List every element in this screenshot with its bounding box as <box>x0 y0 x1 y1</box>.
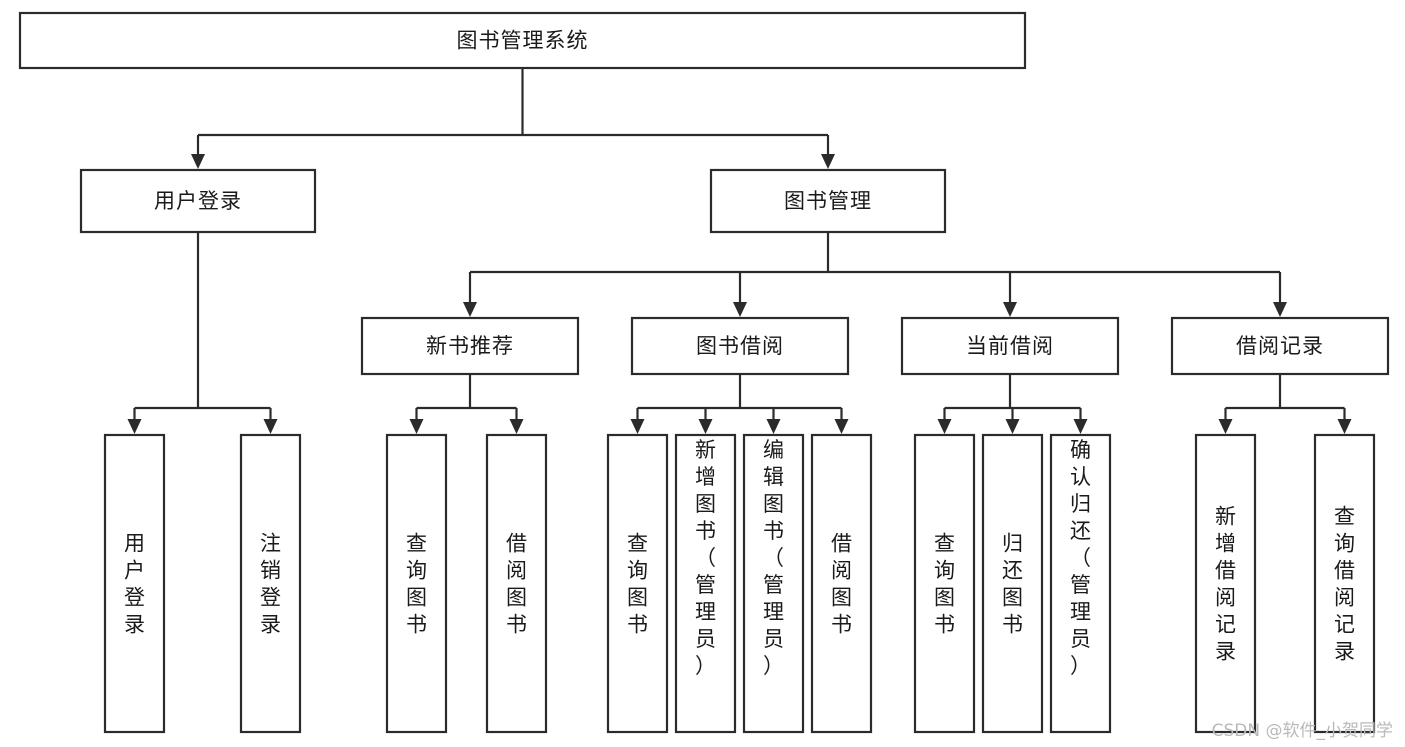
node-leaf-user-logout[interactable]: 注销登录 <box>239 433 302 734</box>
node-leaf-user-login[interactable]: 用户登录 <box>103 433 166 734</box>
arrow-head-icon <box>630 419 645 434</box>
node-borrow-record-rect <box>1170 316 1390 376</box>
arrow-head-icon <box>1005 419 1020 434</box>
node-leaf-user-login-rect <box>103 433 166 734</box>
node-new-book-recommend-rect <box>360 316 580 376</box>
node-leaf-query-book-3-label: 查询图书 <box>934 532 955 637</box>
node-leaf-query-record-label: 查询借阅记录 <box>1334 505 1355 664</box>
node-leaf-add-book-rect <box>674 433 737 734</box>
arrow-head-icon <box>766 419 781 434</box>
arrow-head-icon <box>263 419 278 434</box>
node-root-system-rect <box>18 11 1027 70</box>
node-leaf-borrow-book-2[interactable]: 借阅图书 <box>810 433 873 734</box>
node-book-management-rect <box>709 168 947 234</box>
arrow-head-icon <box>127 419 142 434</box>
node-user-login-rect <box>79 168 317 234</box>
node-leaf-add-record-label: 新增借阅记录 <box>1215 505 1236 664</box>
node-leaf-borrow-book-2-rect <box>810 433 873 734</box>
node-leaf-query-book-1-label: 查询图书 <box>406 532 427 637</box>
node-leaf-user-login-label: 用户登录 <box>124 532 145 637</box>
arrow-head-icon <box>834 419 849 434</box>
node-leaf-edit-book-rect <box>742 433 805 734</box>
node-leaf-query-book-2-label: 查询图书 <box>627 532 648 637</box>
arrow-head-icon <box>698 419 713 434</box>
node-leaf-return-book-rect <box>981 433 1044 734</box>
arrow-head-icon <box>1073 419 1088 434</box>
node-leaf-user-logout-rect <box>239 433 302 734</box>
node-leaf-query-record[interactable]: 查询借阅记录 <box>1313 433 1376 734</box>
node-leaf-query-book-1-rect <box>385 433 448 734</box>
node-user-login-label: 用户登录 <box>154 189 242 213</box>
arrow-head-icon <box>1218 419 1233 434</box>
nodes-layer: 图书管理系统用户登录图书管理新书推荐图书借阅当前借阅借阅记录用户登录注销登录查询… <box>18 11 1390 734</box>
node-borrow-record[interactable]: 借阅记录 <box>1170 316 1390 376</box>
node-current-borrow-label: 当前借阅 <box>966 334 1054 358</box>
node-leaf-add-record[interactable]: 新增借阅记录 <box>1194 433 1257 734</box>
node-leaf-borrow-book-1-rect <box>485 433 548 734</box>
node-borrow-record-label: 借阅记录 <box>1236 334 1324 358</box>
arrow-head-icon <box>937 419 952 434</box>
node-leaf-confirm-return-label: 确认归还（管理员） <box>1070 438 1091 678</box>
node-leaf-borrow-book-2-label: 借阅图书 <box>831 532 852 637</box>
arrow-head-icon <box>463 302 477 317</box>
node-leaf-borrow-book-1-label: 借阅图书 <box>506 532 527 637</box>
node-leaf-confirm-return-rect <box>1049 433 1112 734</box>
node-book-management-label: 图书管理 <box>784 189 872 213</box>
node-leaf-edit-book-label: 编辑图书（管理员） <box>763 438 784 678</box>
node-leaf-edit-book[interactable]: 编辑图书（管理员） <box>742 433 805 734</box>
node-leaf-add-book-label: 新增图书（管理员） <box>695 438 716 678</box>
node-leaf-return-book[interactable]: 归还图书 <box>981 433 1044 734</box>
node-leaf-query-book-2-rect <box>606 433 669 734</box>
node-leaf-borrow-book-1[interactable]: 借阅图书 <box>485 433 548 734</box>
connectors-layer <box>127 68 1352 434</box>
node-user-login[interactable]: 用户登录 <box>79 168 317 234</box>
node-root-system[interactable]: 图书管理系统 <box>18 11 1027 70</box>
node-book-borrow-rect <box>630 316 850 376</box>
arrow-head-icon <box>821 154 835 169</box>
arrow-head-icon <box>1337 419 1352 434</box>
arrow-head-icon <box>1273 302 1287 317</box>
node-leaf-confirm-return[interactable]: 确认归还（管理员） <box>1049 433 1112 734</box>
node-leaf-query-book-3[interactable]: 查询图书 <box>913 433 976 734</box>
arrow-head-icon <box>733 302 747 317</box>
node-new-book-recommend[interactable]: 新书推荐 <box>360 316 580 376</box>
arrow-head-icon <box>191 154 205 169</box>
node-new-book-recommend-label: 新书推荐 <box>426 334 514 358</box>
node-root-system-label: 图书管理系统 <box>457 29 589 53</box>
node-current-borrow-rect <box>900 316 1120 376</box>
arrow-head-icon <box>1003 302 1017 317</box>
arrow-head-icon <box>409 419 424 434</box>
node-leaf-user-logout-label: 注销登录 <box>260 532 281 637</box>
node-current-borrow[interactable]: 当前借阅 <box>900 316 1120 376</box>
node-leaf-add-book[interactable]: 新增图书（管理员） <box>674 433 737 734</box>
node-leaf-add-record-rect <box>1194 433 1257 734</box>
node-book-borrow-label: 图书借阅 <box>696 334 784 358</box>
arrow-head-icon <box>509 419 524 434</box>
node-leaf-return-book-label: 归还图书 <box>1002 532 1023 637</box>
node-leaf-query-book-2[interactable]: 查询图书 <box>606 433 669 734</box>
node-leaf-query-record-rect <box>1313 433 1376 734</box>
node-leaf-query-book-1[interactable]: 查询图书 <box>385 433 448 734</box>
node-book-borrow[interactable]: 图书借阅 <box>630 316 850 376</box>
node-leaf-query-book-3-rect <box>913 433 976 734</box>
node-book-management[interactable]: 图书管理 <box>709 168 947 234</box>
